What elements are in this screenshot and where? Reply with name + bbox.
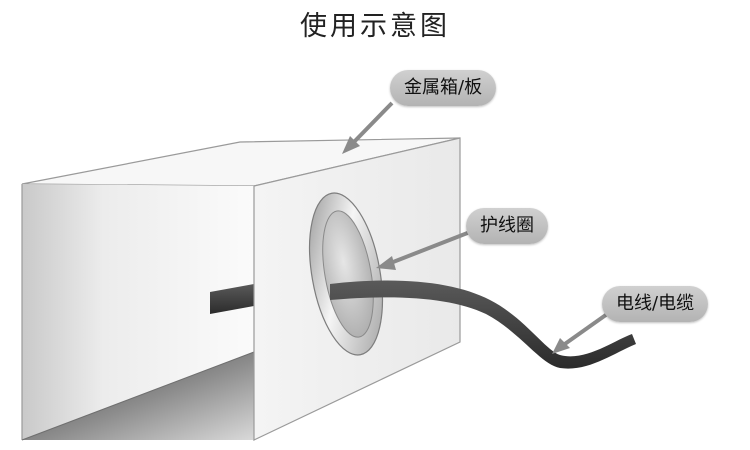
arrow-box [342, 101, 394, 154]
callout-cable: 电线/电缆 [602, 286, 709, 322]
diagram-title: 使用示意图 [300, 11, 450, 42]
cable-inner-segment [210, 284, 254, 314]
callout-metal-box: 金属箱/板 [390, 70, 497, 106]
callout-grommet: 护线圈 [466, 208, 548, 244]
grommet-hole [322, 210, 374, 338]
arrow-cable [552, 310, 612, 354]
arrow-grommet [376, 230, 471, 270]
cable [330, 280, 636, 369]
